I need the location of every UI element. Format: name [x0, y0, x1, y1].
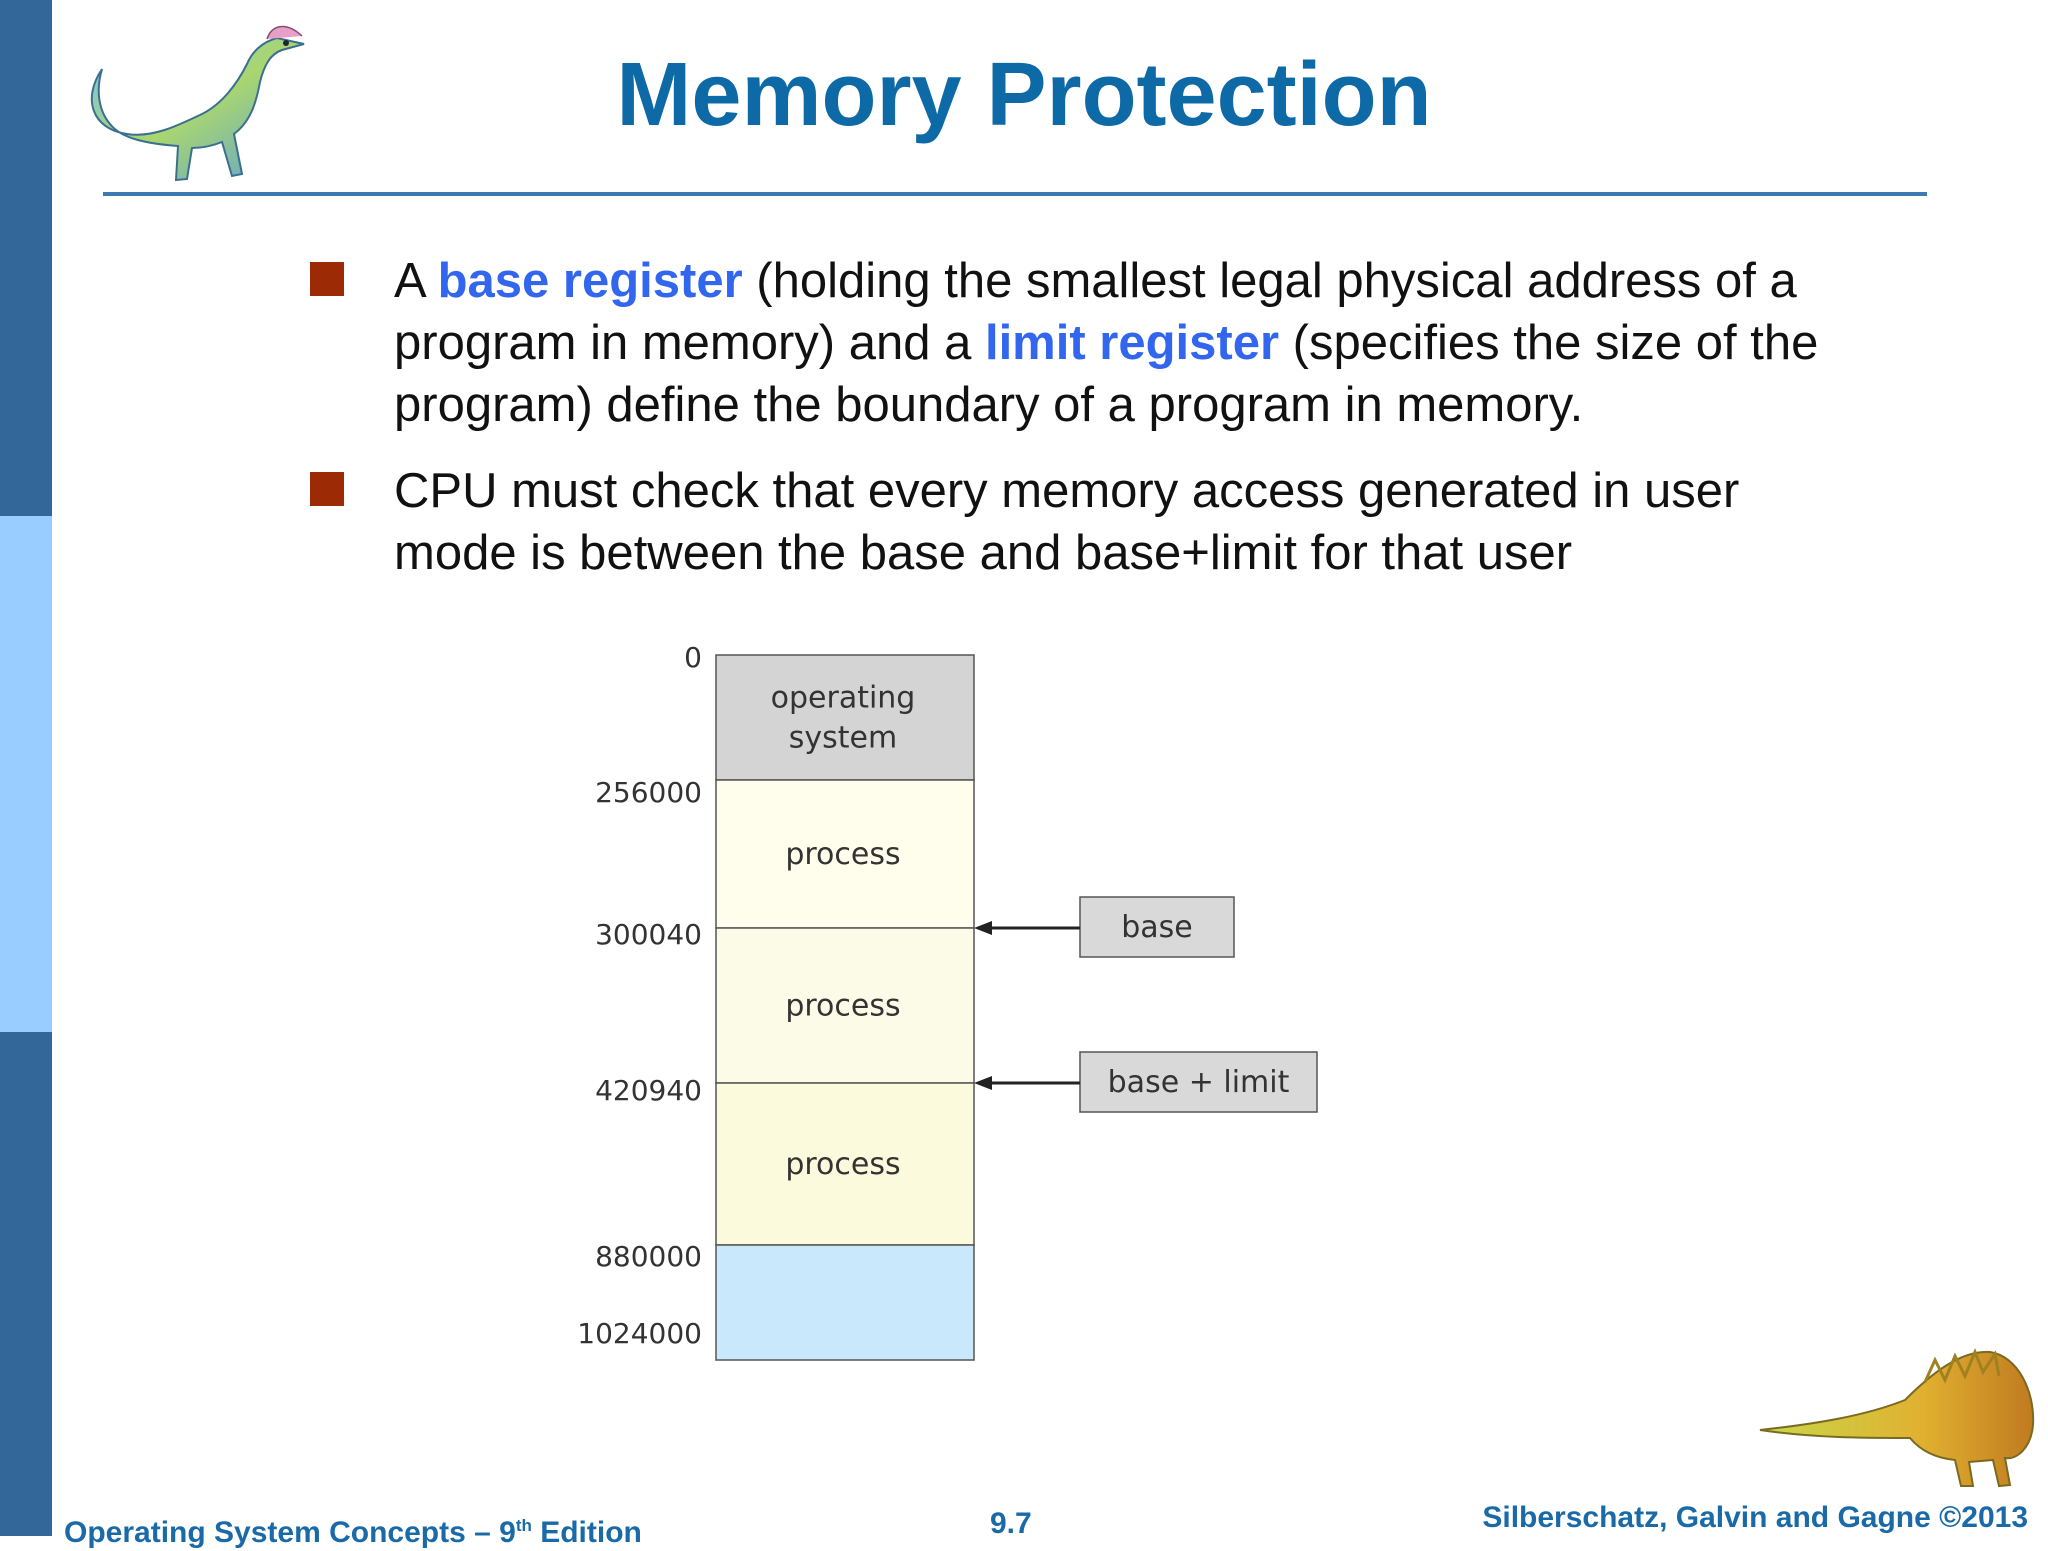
memory-layout-svg: operating system process process process 0 256… [577, 641, 1318, 1361]
bullet-text-part: (holding the smallest legal physical add… [394, 254, 1797, 370]
address-label: 300040 [595, 918, 702, 951]
footer-book-title: Operating System Concepts – 9th Edition [64, 1508, 642, 1551]
accent-bar-middle [0, 516, 52, 1032]
segment-label: process [785, 989, 900, 1024]
accent-bar-bottom [0, 1032, 52, 1536]
memory-segment [715, 654, 975, 781]
memory-layout-diagram: operating system process process process 0 256… [560, 640, 1360, 1380]
segment-label: system [789, 721, 897, 756]
memory-segment [715, 779, 975, 929]
slide-title: Memory Protection [616, 45, 1432, 145]
register-box [1079, 1051, 1318, 1113]
arrow-head-icon [974, 921, 992, 935]
address-label: 1024000 [577, 1317, 702, 1350]
register-label: base + limit [1108, 1065, 1290, 1100]
square-bullet-icon [310, 472, 344, 506]
footer-page-number: 9.7 [990, 1507, 1032, 1540]
title-divider [103, 192, 1927, 196]
segment-label: process [785, 837, 900, 872]
segment-label: operating [771, 681, 916, 716]
dinosaur-logo-bottom [1759, 1348, 2035, 1488]
memory-segment [715, 927, 975, 1084]
bullet-text-part: A [394, 254, 438, 308]
bullet-list: A base register (holding the smallest le… [310, 250, 1870, 584]
footer-edition-suffix: th [515, 1516, 532, 1535]
register-label: base [1121, 910, 1193, 945]
bullet-item-registers: A base register (holding the smallest le… [310, 250, 1870, 436]
term-limit-register: limit register [984, 316, 1280, 370]
left-accent-bar [0, 0, 52, 1536]
footer-book-title-main: Operating System Concepts – 9 [64, 1516, 516, 1549]
arrow-head-icon [974, 1076, 992, 1090]
term-base-register: base register [437, 254, 743, 308]
footer-authors: Silberschatz, Galvin and Gagne ©2013 [1482, 1501, 2028, 1534]
address-label: 880000 [595, 1240, 702, 1273]
footer-book-title-end: Edition [531, 1516, 642, 1549]
dinosaur-logo-top [90, 25, 305, 182]
address-label: 256000 [595, 776, 702, 809]
bullet-text-part: (specifies the size of the program) defi… [394, 316, 1819, 432]
bullet-text: CPU must check that every memory access … [394, 464, 1740, 580]
address-label: 420940 [595, 1074, 702, 1107]
address-label: 0 [684, 641, 702, 674]
register-box [1079, 896, 1235, 958]
segment-label: process [785, 1147, 900, 1182]
bullet-item-cpu-check: CPU must check that every memory access … [310, 460, 1870, 584]
memory-segment [715, 1082, 975, 1246]
memory-segment [715, 1244, 975, 1361]
square-bullet-icon [310, 262, 344, 296]
accent-bar-top [0, 0, 52, 516]
